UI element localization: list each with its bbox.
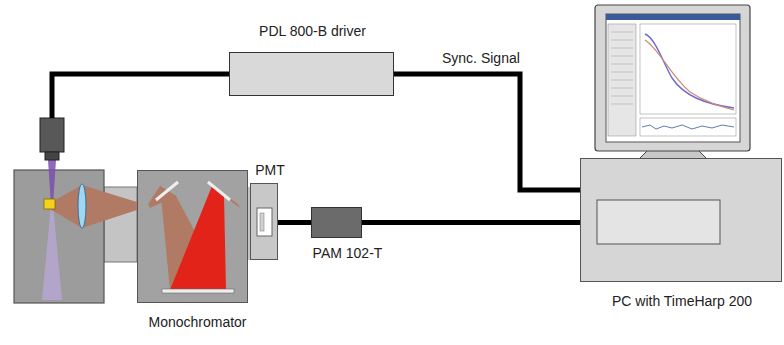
monochromator-illustration	[137, 170, 250, 303]
pc-box: PC with TimeHarp 200	[580, 158, 782, 282]
node-label: PC with TimeHarp 200	[612, 293, 752, 309]
cable-connector	[394, 74, 580, 190]
node-label: Monochromator	[148, 314, 246, 330]
sample-chamber	[14, 160, 140, 303]
node-label: PAM 102-T	[313, 245, 383, 261]
monochromator-box: Monochromator	[137, 170, 248, 303]
node-label: PMT	[255, 162, 285, 178]
driver-box: PDL 800-B driver	[229, 52, 394, 96]
monitor-illustration	[595, 5, 750, 160]
laser-cable	[52, 74, 229, 118]
pmt-illustration	[250, 183, 278, 260]
laser-head	[40, 118, 64, 160]
amplifier-box: PAM 102-T	[311, 207, 362, 238]
signal-label: Sync. Signal	[440, 50, 522, 66]
node-label: PDL 800-B driver	[259, 23, 366, 39]
pmt-box: PMT	[250, 183, 278, 260]
cable-connector	[362, 220, 580, 225]
cable-connector	[278, 220, 311, 225]
